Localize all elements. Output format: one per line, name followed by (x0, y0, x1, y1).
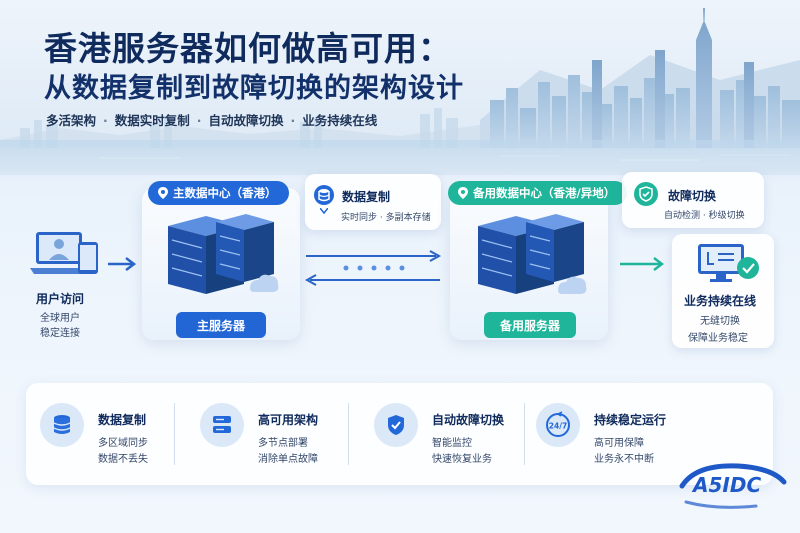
arrow-right-icon (620, 257, 664, 271)
divider (348, 403, 349, 465)
failover-desc: 自动检测 · 秒级切换 (664, 211, 745, 221)
business-continuity-line: 保障业务稳定 (688, 333, 748, 344)
tagline-separator: · (103, 113, 108, 128)
server-rack-icon (168, 214, 279, 294)
primary-datacenter-label: 主数据中心（香港） (173, 186, 277, 200)
chevron-down-icon (320, 208, 328, 214)
feature-line: 多区域同步 (98, 438, 148, 449)
user-devices-icon (30, 232, 98, 274)
database-icon (40, 403, 84, 447)
page-title: 香港服务器如何做高可用： (44, 29, 452, 68)
backup-datacenter-label: 备用数据中心（香港/异地） (473, 186, 616, 200)
clock-24-7-icon: 24/7 (536, 403, 580, 447)
failover-title: 故障切换 (668, 189, 717, 203)
feature-line: 智能监控 (432, 438, 472, 449)
primary-datacenter-badge: 主数据中心（香港） (148, 181, 289, 205)
divider (174, 403, 175, 465)
location-pin-icon (158, 187, 168, 199)
feature-line: 业务永不中断 (594, 454, 654, 465)
feature-item: 24/7 持续稳定运行 高可用保障 业务永不中断 (522, 383, 722, 485)
backup-datacenter-badge: 备用数据中心（香港/异地） (448, 181, 628, 205)
tagline-separator: · (290, 113, 296, 128)
feature-line: 消除单点故障 (258, 454, 318, 465)
brand-logo-text: A5IDC (693, 473, 762, 497)
tagline-item: 自动故障切换 (208, 113, 284, 128)
tagline-item: 业务持续在线 (302, 113, 378, 128)
feature-title: 高可用架构 (258, 413, 319, 427)
feature-item: 自动故障切换 智能监控 快速恢复业务 (360, 383, 540, 485)
tagline-item: 多活架构 (46, 113, 97, 128)
tagline-separator: · (196, 113, 202, 128)
shield-check-icon (374, 403, 418, 447)
feature-bar: 数据复制 多区域同步 数据不丢失 高可用架构 多节点部署 消除单点故障 自动故障… (26, 383, 773, 485)
primary-server-label: 主服务器 (176, 312, 266, 338)
user-access-line: 稳定连接 (40, 328, 80, 339)
database-icon (314, 185, 334, 205)
feature-line: 快速恢复业务 (432, 454, 492, 465)
shield-check-icon (634, 182, 658, 206)
tagline-item: 数据实时复制 (114, 113, 190, 128)
server-rack-icon (478, 214, 587, 294)
sync-arrows-icon (304, 250, 442, 286)
monitor-check-icon (698, 244, 759, 282)
data-replication-desc: 实时同步 · 多副本存储 (341, 213, 431, 223)
user-access-line: 全球用户 (40, 313, 80, 324)
divider (524, 403, 525, 465)
feature-item: 数据复制 多区域同步 数据不丢失 (26, 383, 206, 485)
feature-title: 数据复制 (98, 413, 147, 427)
feature-title: 自动故障切换 (432, 413, 505, 427)
page-subtitle: 从数据复制到故障切换的架构设计 (44, 73, 464, 104)
feature-line: 高可用保障 (594, 438, 644, 449)
feature-line: 多节点部署 (258, 438, 308, 449)
feature-title: 持续稳定运行 (594, 413, 667, 427)
tagline: 多活架构 · 数据实时复制 · 自动故障切换 · 业务持续在线 (46, 110, 377, 129)
feature-item: 高可用架构 多节点部署 消除单点故障 (186, 383, 366, 485)
location-pin-icon (458, 187, 468, 199)
business-continuity-title: 业务持续在线 (684, 294, 757, 308)
server-rack-icon (200, 403, 244, 447)
business-continuity-line: 无缝切换 (700, 316, 740, 327)
data-replication-title: 数据复制 (342, 190, 391, 204)
user-access-title: 用户访问 (36, 292, 85, 306)
feature-line: 数据不丢失 (98, 454, 148, 465)
backup-server-label: 备用服务器 (484, 312, 576, 338)
brand-logo (679, 463, 787, 509)
arrow-right-icon (108, 257, 136, 271)
clock-24-7-label: 24/7 (549, 422, 567, 431)
